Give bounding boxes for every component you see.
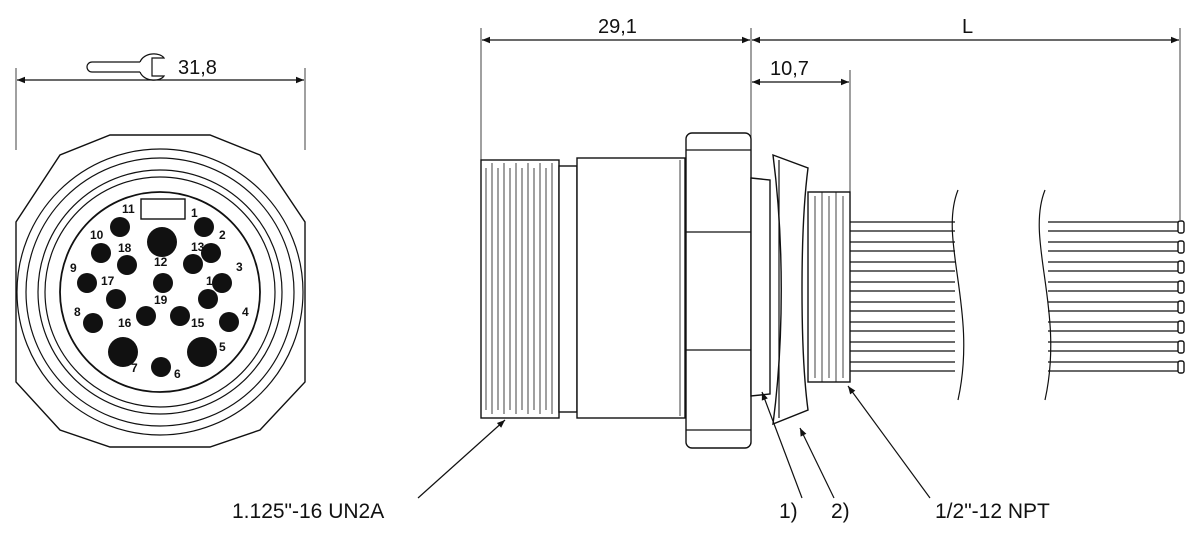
pin-label: 13 — [191, 240, 205, 254]
pin-7 — [108, 337, 138, 367]
pin-label: 19 — [154, 293, 168, 307]
leader-front-thread — [417, 419, 506, 499]
pin-label: 17 — [101, 274, 115, 288]
pin-label: 4 — [242, 305, 249, 319]
cable-length-dimension: L — [962, 16, 973, 38]
pin-17 — [106, 289, 126, 309]
pin-5 — [187, 337, 217, 367]
pin-label: 18 — [118, 241, 132, 255]
coupling-circle — [37, 169, 283, 415]
pin-label: 6 — [174, 367, 181, 381]
pin-label: 2 — [219, 228, 226, 242]
nut-length-dimension: 10,7 — [770, 58, 809, 80]
pin-label: 9 — [70, 261, 77, 275]
side-view: 29,1 10,7 L — [232, 16, 1185, 523]
front-width-dimension: 31,8 — [178, 57, 217, 79]
pin-13 — [183, 254, 203, 274]
thread-body — [480, 159, 560, 419]
gasket — [750, 177, 771, 397]
thread-relief — [558, 165, 578, 413]
pin-label: 10 — [90, 228, 104, 242]
leader-rear-thread — [847, 385, 931, 499]
pin-label: 1 — [191, 206, 198, 220]
pin-label: 16 — [118, 316, 132, 330]
pin-15 — [170, 306, 190, 326]
pin-label: 3 — [236, 260, 243, 274]
keyway — [140, 198, 186, 220]
pin-9 — [77, 273, 97, 293]
pin-14 — [198, 289, 218, 309]
rear-thread-callout: 1/2"-12 NPT — [935, 500, 1050, 523]
front-view: 31,8 — [15, 53, 306, 448]
pin-19 — [153, 273, 173, 293]
pin-label: 8 — [74, 305, 81, 319]
insert-rim — [44, 176, 276, 408]
wrench-icon — [86, 53, 166, 81]
break-line-right — [1038, 189, 1052, 401]
pin-label: 5 — [219, 340, 226, 354]
pin-label: 12 — [154, 255, 168, 269]
outer-thread-circle — [16, 148, 304, 436]
pin-10 — [91, 243, 111, 263]
pin-18 — [117, 255, 137, 275]
pin-label: 14 — [206, 274, 220, 288]
pin-3 — [212, 273, 232, 293]
pin-2 — [201, 243, 221, 263]
pin-layout — [77, 217, 239, 377]
pin-label: 7 — [131, 361, 138, 375]
leader-note-2 — [799, 427, 835, 499]
pin-label: 11 — [122, 202, 135, 216]
pin-16 — [136, 306, 156, 326]
rear-thread — [807, 191, 851, 383]
hex-nut — [685, 132, 752, 449]
lock-ring — [772, 153, 809, 426]
pin-11 — [110, 217, 130, 237]
hex-nut-body — [685, 132, 752, 449]
pin-12 — [147, 227, 177, 257]
leader-note-1 — [761, 391, 803, 499]
pin-6 — [151, 357, 171, 377]
pin-4 — [219, 312, 239, 332]
thread-root-circle — [25, 157, 295, 427]
note-2-callout: 2) — [831, 500, 850, 523]
coupling-body — [576, 157, 686, 419]
front-thread — [480, 159, 578, 419]
cable-wires — [850, 189, 1185, 401]
pin-label: 15 — [191, 316, 205, 330]
pin-1 — [194, 217, 214, 237]
pin-8 — [83, 313, 103, 333]
note-1-callout: 1) — [779, 500, 798, 523]
break-line-left — [951, 189, 965, 401]
insert-face — [59, 191, 261, 393]
body-length-dimension: 29,1 — [598, 16, 637, 38]
front-thread-callout: 1.125"-16 UN2A — [232, 500, 384, 523]
